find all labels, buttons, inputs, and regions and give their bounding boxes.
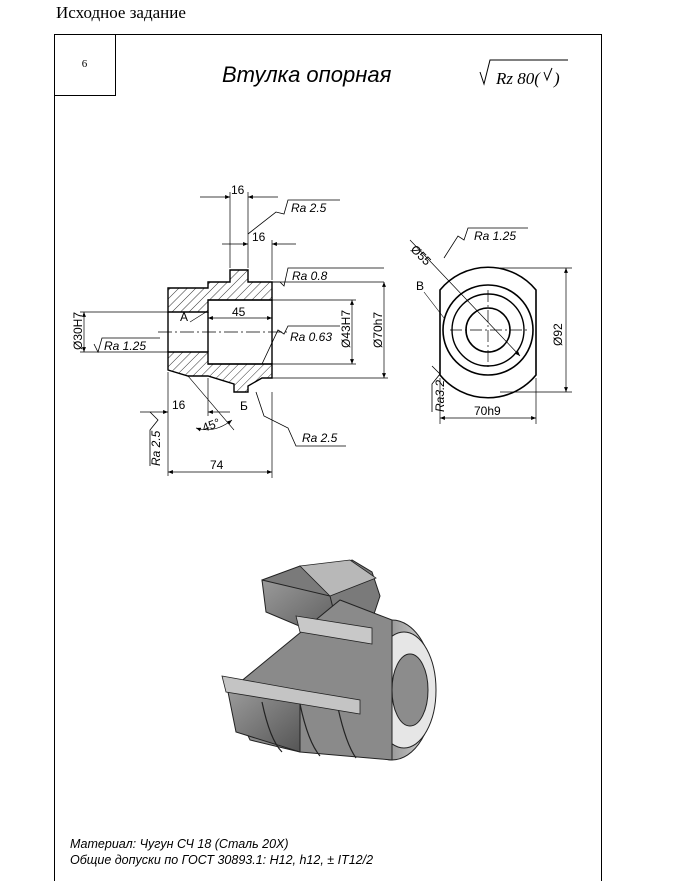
roughness-outer: Ra 0.8	[292, 269, 328, 283]
general-roughness-mark: Rz 80( )	[479, 59, 568, 88]
dim-bore-diameter: Ø43H7	[339, 310, 353, 348]
section-view: 16 16 Ra 2.5 Ra 0.8 45 А Ra 0.63 Ø43H7 Ø…	[71, 183, 388, 478]
end-view-outline	[439, 266, 537, 399]
sheet-number-box: 6	[54, 34, 116, 96]
label-v: В	[416, 279, 424, 293]
roughness-flat: Ra3.2	[433, 380, 447, 412]
drawing-title: Втулка опорная	[222, 62, 392, 87]
dim-chamfer-angle: 45°	[200, 415, 222, 434]
dim-flat-width: 70h9	[474, 404, 501, 418]
label-b: Б	[240, 399, 248, 413]
note-material: Материал: Чугун СЧ 18 (Сталь 20Х)	[70, 837, 289, 851]
drawing-notes: Материал: Чугун СЧ 18 (Сталь 20Х) Общие …	[70, 836, 373, 868]
section-hatch-bottom	[167, 351, 273, 393]
dim-shoulder-width: 16	[252, 230, 266, 244]
dim-top-width: 16	[231, 183, 245, 197]
general-roughness-text: Rz 80(	[495, 69, 541, 88]
roughness-chamfer: Ra 2.5	[149, 430, 163, 466]
roughness-bore: Ra 0.63	[290, 330, 332, 344]
label-a: А	[180, 310, 188, 324]
sheet-number: 6	[81, 58, 88, 70]
dim-outer-diameter: Ø70h7	[371, 312, 385, 348]
isometric-cutaway-render	[221, 559, 437, 761]
page-heading: Исходное задание	[56, 3, 186, 22]
dim-end-outer-diameter: Ø92	[551, 323, 565, 346]
roughness-inner: Ra 1.25	[104, 339, 146, 353]
roughness-bottom: Ra 2.5	[302, 431, 338, 445]
drawing-sheet-frame	[54, 34, 602, 881]
dim-left-width: 16	[172, 398, 186, 412]
end-view: Ø55 Ra 1.25 В Ø92 70h9 Ra3.2	[408, 227, 572, 424]
dim-circle-diameter: Ø55	[408, 242, 434, 268]
dim-bore-depth: 45	[232, 305, 246, 319]
section-hatch-top	[167, 269, 273, 313]
dim-inner-diameter: Ø30H7	[71, 312, 85, 350]
general-roughness-tail: )	[553, 69, 560, 88]
dim-overall-length: 74	[210, 458, 224, 472]
roughness-top: Ra 2.5	[291, 201, 327, 215]
note-tolerances: Общие допуски по ГОСТ 30893.1: H12, h12,…	[70, 853, 374, 867]
roughness-end-top: Ra 1.25	[474, 229, 516, 243]
